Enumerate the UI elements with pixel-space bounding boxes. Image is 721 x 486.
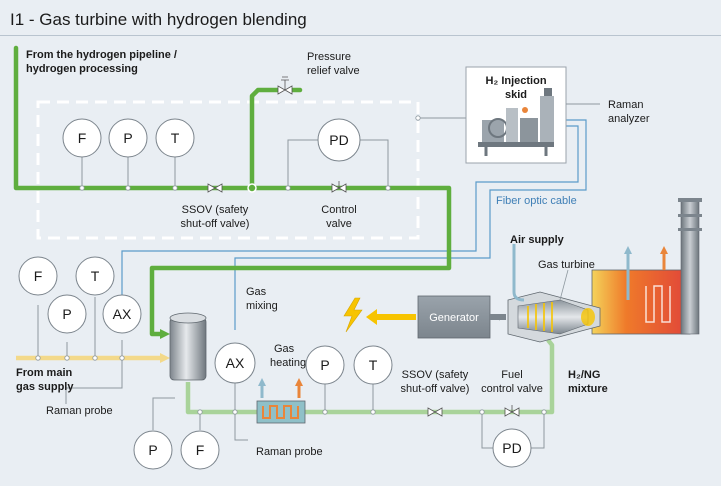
raman-probe-left-label: Raman probe: [46, 405, 113, 417]
gauge-t-top-label: T: [171, 130, 180, 146]
control-valve-top: [331, 181, 347, 193]
gauge-p-top: [108, 118, 148, 158]
mixture-line: [185, 338, 555, 415]
natural-gas-arrow: [160, 353, 170, 363]
main-gas-label-1: From main: [16, 367, 73, 379]
instrument-lines-bottom: [37, 297, 545, 449]
air-supply-arrow: [512, 244, 525, 302]
gas-heating-label-1: Gas: [274, 343, 295, 355]
page-title: I1 - Gas turbine with hydrogen blending: [10, 10, 307, 29]
control-valve-label-2: valve: [326, 218, 352, 230]
gauge-t-left-label: T: [91, 268, 100, 284]
control-valve-label-1: Control: [321, 204, 356, 216]
h2-source-label-1: From the hydrogen pipeline /: [26, 49, 177, 61]
pressure-relief-label-2: relief valve: [307, 65, 360, 77]
h2-injection-skid: [465, 66, 567, 164]
air-supply-label: Air supply: [510, 234, 565, 246]
gauge-p-mid-label: P: [320, 357, 329, 373]
gauge-t-left: [75, 256, 115, 296]
hydrogen-junction: [247, 183, 257, 193]
gas-turbine-label: Gas turbine: [538, 259, 595, 271]
ssov-bottom-valve: [427, 407, 443, 417]
gauge-p-left-label: P: [62, 306, 71, 322]
instrument-lines-top: [81, 117, 470, 188]
tap-points: [35, 115, 547, 415]
gauge-f-left-label: F: [34, 268, 43, 284]
pressure-relief-valve: [277, 76, 293, 95]
power-output-arrow: [366, 309, 416, 325]
gauge-p-bottom: [133, 430, 173, 470]
title-rule: [0, 35, 721, 36]
gauge-pd-top: [317, 118, 361, 162]
raman-analyzer-label-2: analyzer: [608, 113, 650, 125]
ssov-top-valve: [207, 183, 223, 193]
gauge-ax-left-label: AX: [113, 306, 132, 322]
gas-mixing-label-1: Gas: [246, 286, 267, 298]
h2ng-label-2: mixture: [568, 383, 608, 395]
gas-heating-label-2: heating: [270, 357, 306, 369]
fuel-control-valve: [504, 405, 520, 417]
gas-mixing-tank: [169, 312, 207, 381]
ssov-bottom-label-1: SSOV (safety: [402, 369, 469, 381]
fuel-control-label-1: Fuel: [501, 369, 522, 381]
gauge-f-left: [18, 256, 58, 296]
exhaust-stack: [678, 198, 702, 335]
skid-boundary: [36, 100, 420, 240]
hydrogen-line: [13, 45, 452, 337]
ssov-top-label-2: shut-off valve): [181, 218, 250, 230]
gauge-ax-mid: [214, 342, 256, 384]
gauge-t-mid-label: T: [369, 357, 378, 373]
raman-probe-bottom-label: Raman probe: [256, 446, 323, 458]
gauge-p-left: [47, 294, 87, 334]
gas-heater: [256, 378, 306, 424]
gauge-pd-bottom-label: PD: [502, 440, 521, 456]
gas-mixing-label-2: mixing: [246, 300, 278, 312]
h2-source-label-2: hydrogen processing: [26, 63, 138, 75]
gauge-f-top: [62, 118, 102, 158]
gauge-t-mid: [353, 345, 393, 385]
gauge-p-bottom-label: P: [148, 442, 157, 458]
fuel-control-label-2: control valve: [481, 383, 543, 395]
ssov-bottom-label-2: shut-off valve): [401, 383, 470, 395]
gauge-f-bottom-label: F: [196, 442, 205, 458]
gauge-ax-left: [102, 294, 142, 334]
gauge-p-mid: [305, 345, 345, 385]
gas-turbine: [507, 246, 691, 343]
gauge-p-top-label: P: [123, 130, 132, 146]
lightning-icon: [343, 297, 363, 333]
pressure-relief-label-1: Pressure: [307, 51, 351, 63]
fiber-optic-label: Fiber optic cable: [496, 195, 577, 207]
gauge-ax-mid-label: AX: [226, 355, 245, 371]
generator-label: Generator: [429, 312, 479, 324]
gauge-pd-top-label: PD: [329, 132, 348, 148]
hydrogen-arrow: [160, 329, 170, 339]
gas-turbine-leader: [559, 269, 569, 301]
generator: [417, 295, 506, 339]
fiber-optic-cables: [121, 119, 587, 330]
injection-skid-label-2: skid: [505, 89, 527, 101]
injection-skid-label-1: H₂ Injection: [485, 75, 546, 87]
ssov-top-label-1: SSOV (safety: [182, 204, 249, 216]
raman-analyzer-label-1: Raman: [608, 99, 643, 111]
main-gas-label-2: gas supply: [16, 381, 74, 393]
gauge-pd-bottom: [492, 428, 532, 468]
gauge-t-top: [155, 118, 195, 158]
gauge-f-top-label: F: [78, 130, 87, 146]
gauge-f-bottom: [180, 430, 220, 470]
h2ng-label-1: H₂/NG: [568, 369, 600, 381]
